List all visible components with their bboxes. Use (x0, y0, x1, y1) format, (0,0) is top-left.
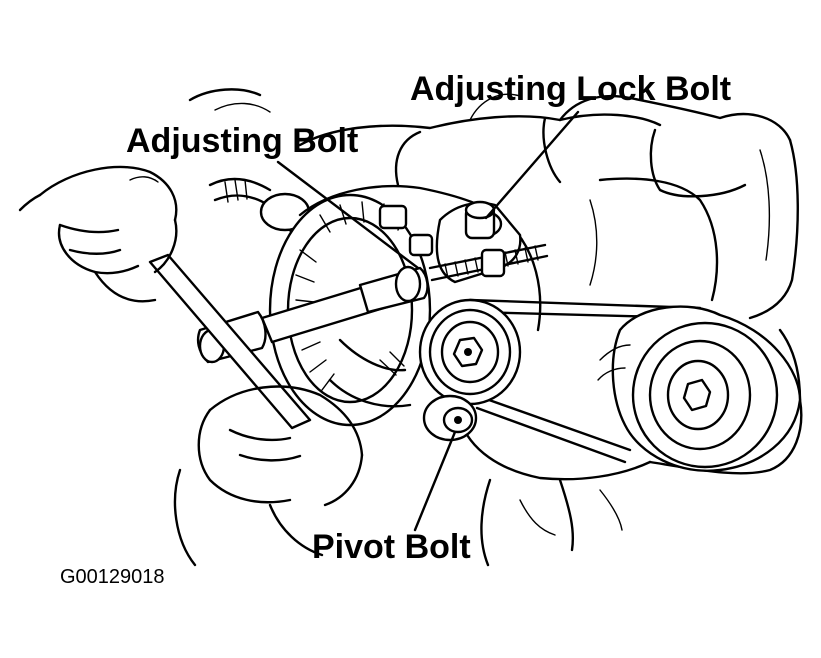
left-hand (18, 165, 178, 303)
leader-lines (276, 110, 580, 532)
crankshaft-pulley (597, 305, 802, 472)
figure-code: G00129018 (60, 566, 165, 588)
alternator-pulley (418, 298, 522, 406)
leader-adjusting-lock-bolt (484, 110, 580, 220)
label-pivot-bolt: Pivot Bolt (312, 528, 471, 566)
pivot-bolt (422, 394, 478, 442)
wrench-extension (148, 253, 429, 430)
adjusting-bolt-threads (428, 243, 549, 282)
engine-block (188, 88, 803, 567)
leader-pivot-bolt (413, 430, 457, 532)
right-hand (173, 385, 364, 567)
label-adjusting-bolt: Adjusting Bolt (126, 122, 359, 160)
label-adjusting-lock-bolt: Adjusting Lock Bolt (410, 70, 732, 108)
leader-adjusting-bolt (276, 160, 420, 270)
